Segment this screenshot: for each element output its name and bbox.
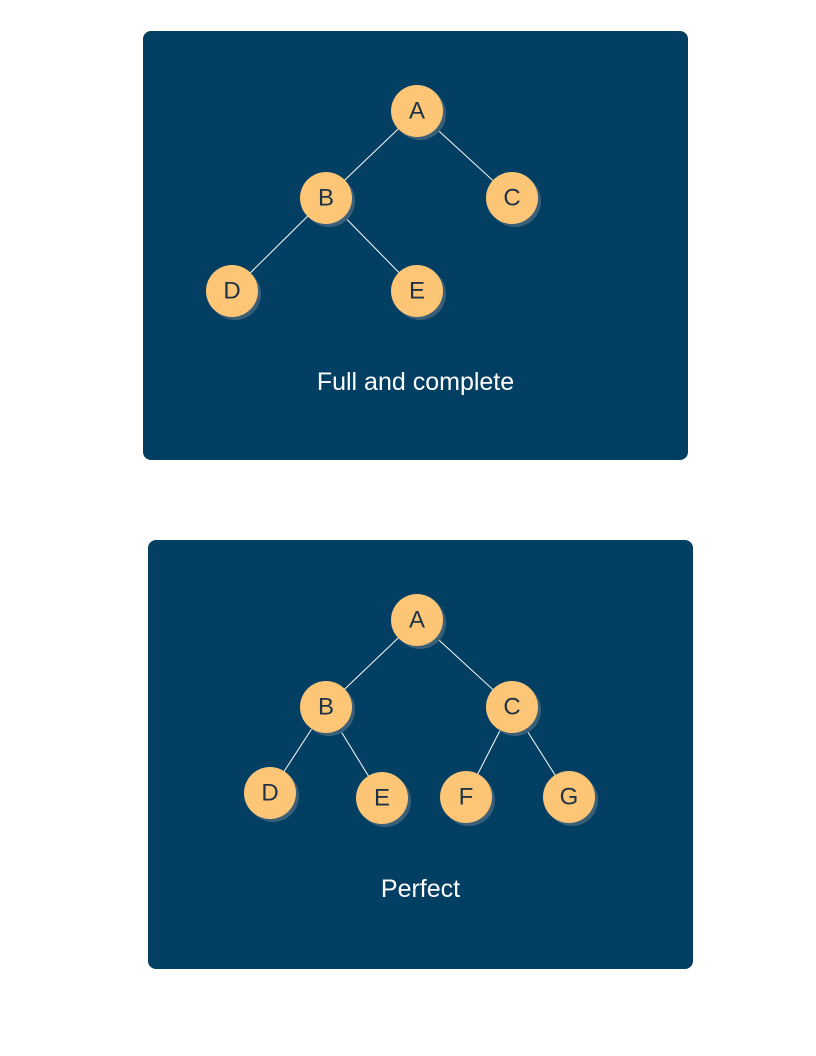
tree-node-circle [543, 771, 595, 823]
tree-node-circle [391, 594, 443, 646]
tree-node-circle [486, 681, 538, 733]
tree-node-circle [391, 265, 443, 317]
tree-node-circle [391, 85, 443, 137]
tree-node-circle [300, 172, 352, 224]
tree-node-circle [440, 771, 492, 823]
tree-node-b: B [300, 681, 355, 736]
tree-node-label: C [503, 185, 520, 212]
tree-node-e: E [356, 772, 411, 827]
tree-node-d: D [206, 265, 261, 320]
tree-node-circle [356, 772, 408, 824]
full-and-complete-tree-diagram: A B C D E [206, 85, 541, 320]
perfect-tree-panel: A B C D E F G Perfect [148, 540, 693, 969]
perfect-tree-diagram: A B C D E F G [244, 594, 598, 827]
tree-node-c: C [486, 681, 541, 736]
tree-node-label: D [223, 278, 240, 305]
tree-node-circle [206, 265, 258, 317]
tree-node-circle [486, 172, 538, 224]
tree-caption: Perfect [380, 875, 461, 903]
tree-node-label: A [409, 607, 425, 634]
tree-node-label: B [318, 185, 334, 212]
tree-node-label: E [374, 785, 390, 812]
tree-node-circle [300, 681, 352, 733]
tree-node-c: C [486, 172, 541, 227]
tree-node-f: F [440, 771, 495, 826]
tree-node-e: E [391, 265, 446, 320]
tree-node-b: B [300, 172, 355, 227]
tree-node-d: D [244, 767, 299, 822]
tree-node-label: C [503, 694, 520, 721]
tree-node-a: A [391, 85, 446, 140]
tree-node-a: A [391, 594, 446, 649]
tree-node-g: G [543, 771, 598, 826]
tree-node-label: B [318, 694, 334, 721]
tree-node-label: A [409, 98, 425, 125]
tree-node-label: E [409, 278, 425, 305]
tree-node-circle [244, 767, 296, 819]
tree-caption: Full and complete [316, 368, 515, 396]
tree-node-label: G [560, 784, 579, 811]
full-and-complete-tree-panel: A B C D E Full and complete [143, 31, 688, 460]
tree-node-label: F [459, 784, 474, 811]
tree-node-label: D [261, 780, 278, 807]
